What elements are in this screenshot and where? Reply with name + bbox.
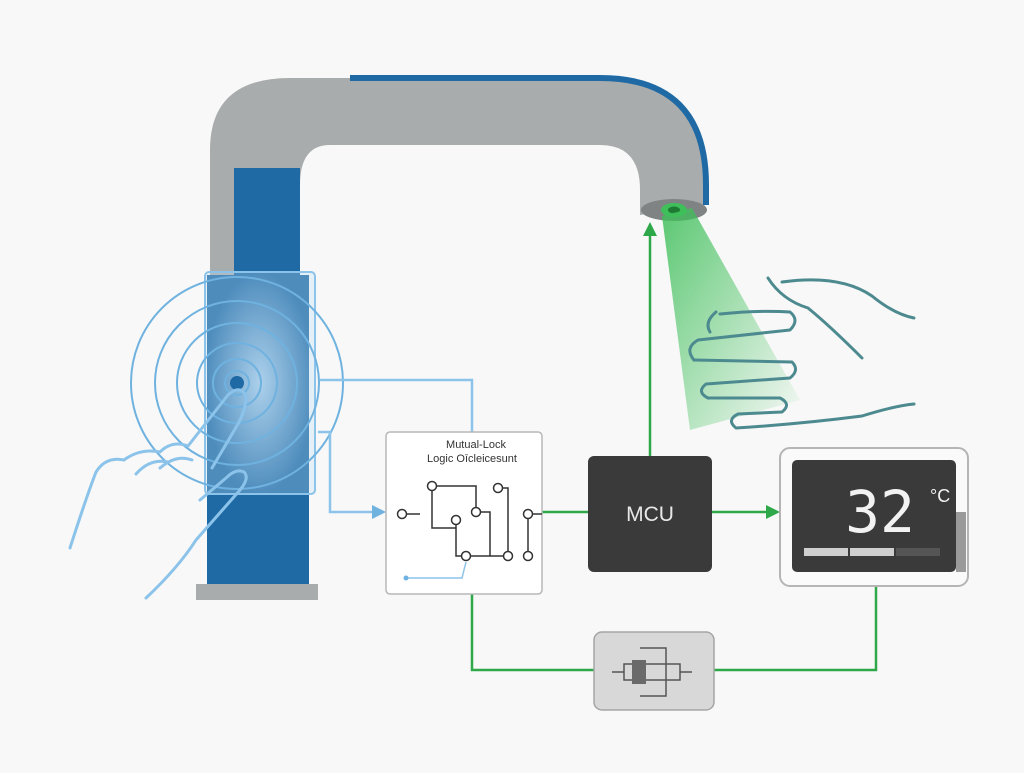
faucet-blue-accent: [350, 75, 709, 205]
arrow-to-nozzle: [643, 222, 657, 236]
logic-trace-blue: [406, 561, 467, 579]
control-wires: [470, 232, 878, 672]
nozzle-sensor-core: [668, 206, 680, 214]
faucet-stem-blue-upper: [234, 168, 300, 276]
display-progress: [804, 548, 940, 556]
touch-point: [230, 376, 244, 390]
touch-ripples: [130, 276, 344, 490]
mcu-chip: [588, 456, 712, 572]
faucet-body: [210, 78, 706, 275]
logic-circuit-icon: [402, 485, 542, 557]
faucet-base: [196, 584, 318, 600]
mcu-label: MCU: [626, 503, 674, 526]
display-side-tab: [956, 512, 966, 572]
valve-plunger: [632, 660, 646, 684]
temperature-value: 32: [845, 478, 915, 546]
temperature-display: 32 °C: [779, 447, 969, 587]
logic-box-frame: [385, 431, 543, 595]
logic-circuit-box: Mutual-Lock Logic Oīcleicesunt: [385, 431, 543, 595]
hand-pointing-icon: [68, 388, 248, 600]
ripple-5: [154, 300, 320, 466]
ripple-2: [212, 358, 262, 408]
logic-nodes: [396, 480, 534, 562]
temperature-unit: °C: [930, 486, 950, 506]
valve-symbol: [612, 647, 692, 697]
ripple-4: [176, 322, 298, 444]
open-hand-icon: [688, 276, 916, 430]
mcu-block: MCU: [588, 456, 712, 572]
touch-signal-wires: [318, 378, 474, 514]
ripple-6: [130, 276, 344, 490]
arrow-into-logic: [372, 505, 386, 519]
solenoid-valve-icon: [593, 631, 715, 711]
proximity-beam: [662, 208, 800, 430]
progress-segment-fill: [804, 548, 848, 556]
logic-title-line1: Mutual-Lock: [446, 439, 506, 451]
ripple-1: [224, 370, 250, 396]
arrow-to-display: [766, 505, 780, 519]
progress-segment-fill: [850, 548, 894, 556]
progress-segment-track: [896, 548, 940, 556]
logic-trace-dot: [403, 575, 409, 581]
valve-housing: [593, 631, 715, 711]
display-screen: [792, 460, 956, 572]
logic-title-line2: Logic Oīcleicesunt: [427, 453, 517, 465]
